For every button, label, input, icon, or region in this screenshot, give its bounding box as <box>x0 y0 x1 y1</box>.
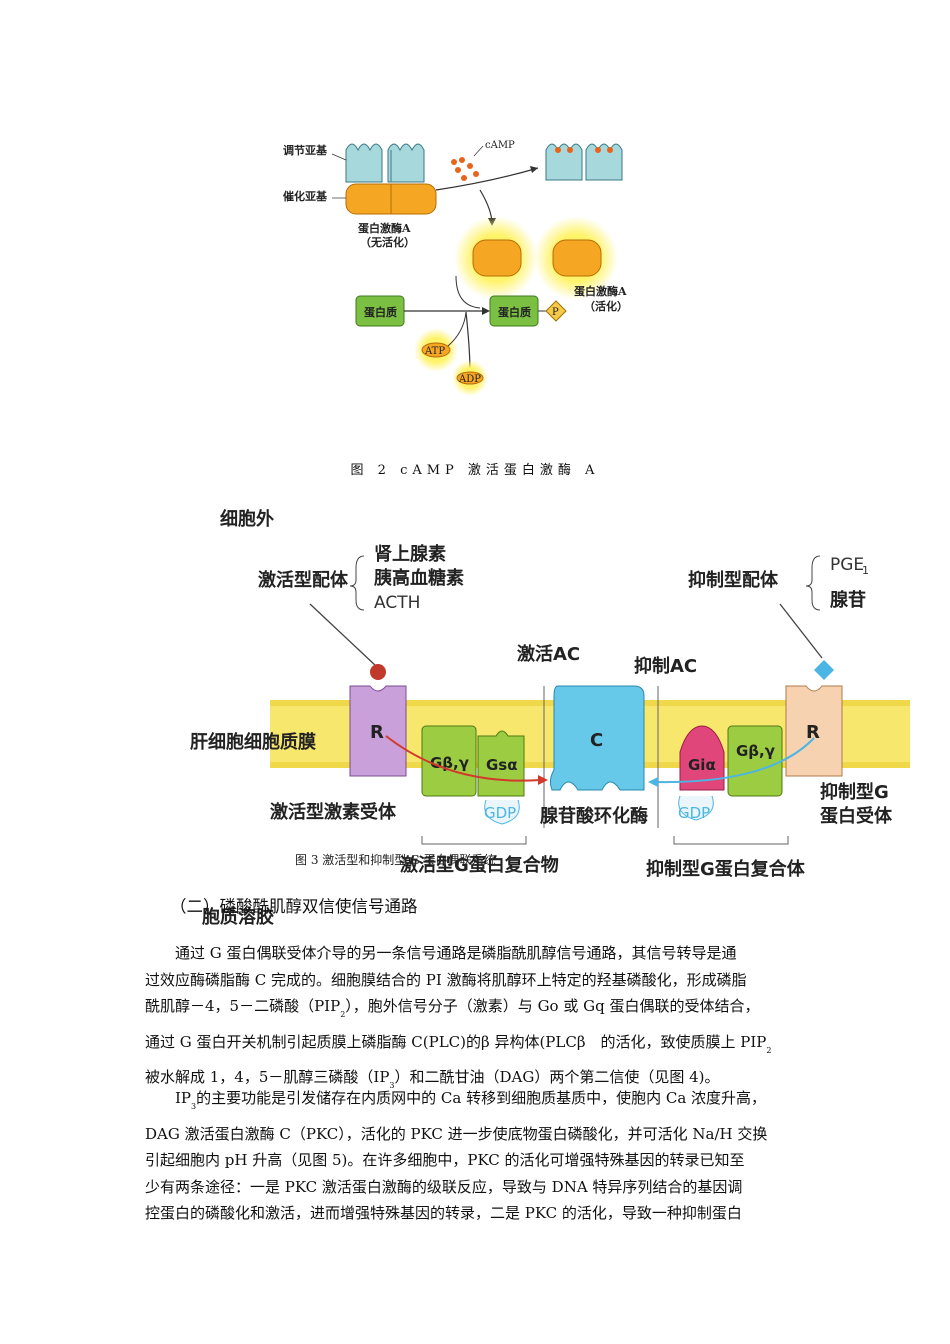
label-cytosol: 胞质溶胶 <box>202 907 274 928</box>
label-pka-inactive-2: （无活化） <box>360 235 415 249</box>
g-beta-gamma-left <box>421 725 477 797</box>
figure-3-diagram: 细胞外 激活型配体 肾上腺素 胰高血糖素 ACTH 抑制型配体 PGE 1 腺苷… <box>190 508 910 880</box>
figure-2-caption: 图 2 cAMP 激活蛋白激酶 A <box>350 463 600 478</box>
label-ac-enzyme: 腺苷酸环化酶 <box>540 805 648 827</box>
label-inh-receptor-1: 抑制型G <box>820 781 889 803</box>
label-ligand-2: 胰高血糖素 <box>373 567 464 589</box>
label-protein: 蛋白质 <box>364 305 397 319</box>
inhibition-arrow <box>655 737 815 784</box>
label-act-receptor: 激活型激素受体 <box>270 801 397 823</box>
label-gia: Giα <box>688 756 716 774</box>
p1-line-5: 被水解成 1，4，5－肌醇三磷酸（IP3）和二酰甘油（DAG）两个第二信使（见图… <box>145 1068 720 1090</box>
g-i-alpha <box>679 725 725 791</box>
label-gbg-right: Gβ,γ <box>736 742 775 760</box>
label-pge-sub: 1 <box>862 564 869 577</box>
regulatory-with-camp <box>545 143 623 181</box>
label-camp: cAMP <box>485 140 515 151</box>
label-pka-active-1: 蛋白激酶A <box>574 284 627 298</box>
receptor-left <box>349 685 407 777</box>
paragraph-2: IP3的主要功能是引发储存在内质网中的 Ca 转移到细胞质基质中，使胞内 Ca … <box>145 1085 810 1227</box>
p2-line-5: 控蛋白的磷酸化和激活，进而增强特殊基因的转录，二是 PKC 的活化，导致一种抑制… <box>145 1204 742 1222</box>
label-inh-complex: 抑制型G蛋白复合体 <box>646 858 806 880</box>
label-r-right: R <box>806 722 820 743</box>
activation-arrow <box>385 735 541 782</box>
label-membrane: 肝细胞细胞质膜 <box>190 731 316 753</box>
label-pka-active-2: （活化） <box>584 299 628 313</box>
active-catalytic-2 <box>552 239 602 277</box>
receptor-right <box>785 685 843 777</box>
label-gdp-left: GDP <box>484 804 516 822</box>
inhibiting-ligand <box>814 660 834 680</box>
gdp-left-shape <box>484 799 520 825</box>
figure-3-caption: 图 3 激活型和抑制型 G 蛋白偶联系统 <box>295 853 496 867</box>
label-atp: ATP <box>424 346 445 357</box>
p1-line-4: 通过 G 蛋白开关机制引起质膜上磷脂酶 C(PLC)的β 异构体(PLCβ 的活… <box>145 1032 772 1055</box>
label-pka-inactive-1: 蛋白激酶A <box>358 221 411 235</box>
active-catalytic-1 <box>472 239 522 277</box>
label-inh-ligand: 抑制型配体 <box>688 569 779 591</box>
label-gsa: Gsα <box>486 756 518 774</box>
label-ligand-1: 肾上腺素 <box>374 543 446 565</box>
label-protein-p: 蛋白质 <box>498 305 531 319</box>
p2-line-2: DAG 激活蛋白激酶 C（PKC），活化的 PKC 进一步使底物蛋白磷酸化，并可… <box>145 1124 768 1143</box>
p2-line-4: 少有两条途径：一是 PKC 激活蛋白激酶的级联反应，导致与 DNA 特异序列结合… <box>145 1177 743 1196</box>
paragraph-1: 通过 G 蛋白偶联受体介导的另一条信号通路是磷脂酰肌醇信号通路，其信号转导是通 … <box>145 940 810 1100</box>
label-regulatory: 调节亚基 <box>283 143 328 157</box>
label-pge: PGE <box>830 555 864 575</box>
label-adenosine: 腺苷 <box>830 589 866 611</box>
label-ligand-3: ACTH <box>374 593 420 613</box>
label-gdp-right: GDP <box>678 804 710 822</box>
atp-ellipse <box>421 342 451 358</box>
activating-ligand <box>370 664 386 680</box>
p2-line-1: IP3的主要功能是引发储存在内质网中的 Ca 转移到细胞质基质中，使胞内 Ca … <box>175 1089 767 1111</box>
label-catalytic: 催化亚基 <box>283 189 328 203</box>
label-act-complex: 激活型G蛋白复合物 <box>400 854 559 876</box>
adenylate-cyclase <box>549 685 645 791</box>
section-heading: （二）磷酸酰肌醇双信使信号通路 <box>170 897 418 916</box>
phosphate-diamond <box>545 300 567 322</box>
label-adp: ADP <box>458 374 481 385</box>
camp-molecules <box>451 157 479 181</box>
label-r-left: R <box>370 722 384 743</box>
regulatory-subunit <box>345 143 425 183</box>
label-inh-ac: 抑制AC <box>634 656 697 677</box>
label-inh-receptor-2: 蛋白受体 <box>820 805 893 827</box>
arrow-to-regulatory <box>435 167 539 191</box>
label-outside: 细胞外 <box>220 508 274 530</box>
label-c: C <box>590 730 603 751</box>
figure-2-diagram: 调节亚基 催化亚基 蛋白激酶A （无活化） cAMP 蛋白激酶A （活化） 蛋白… <box>283 140 628 396</box>
p1-line-2: 过效应酶磷脂酶 C 完成的。细胞膜结合的 PI 激酶将肌醇环上特定的羟基磷酸化，… <box>145 970 747 989</box>
label-p: P <box>552 307 559 318</box>
g-beta-gamma-right <box>727 725 783 797</box>
gdp-right-shape <box>678 795 714 821</box>
p1-line-3: 酰肌醇－4，5－二磷酸（PIP2），胞外信号分子（激素）与 Go 或 Gq 蛋白… <box>145 997 760 1019</box>
adp-ellipse <box>456 371 484 385</box>
label-act-ac: 激活AC <box>517 643 580 665</box>
p1-line-1: 通过 G 蛋白偶联受体介导的另一条信号通路是磷脂酰肌醇信号通路，其信号转导是通 <box>175 944 737 962</box>
p2-line-3: 引起细胞内 pH 升高（见图 5)。在许多细胞中，PKC 的活化可增强特殊基因的… <box>145 1151 745 1169</box>
label-act-ligand: 激活型配体 <box>258 569 349 591</box>
